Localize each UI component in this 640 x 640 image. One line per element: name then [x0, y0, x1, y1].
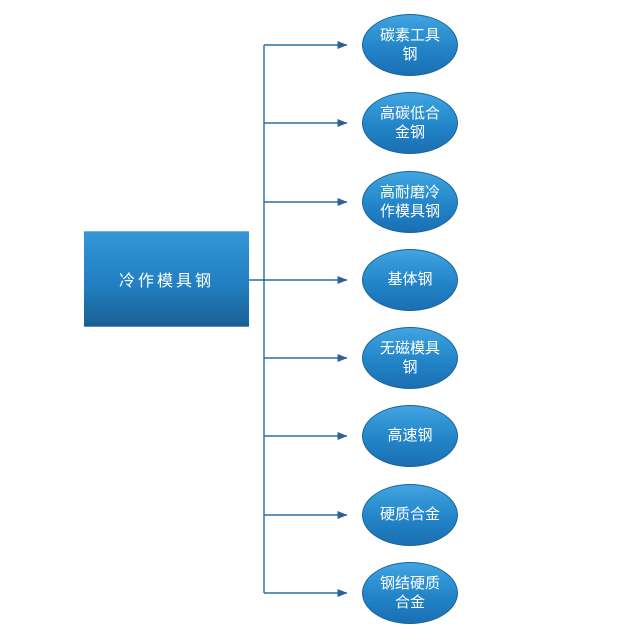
- leaf-node-label: 钢结硬质合金: [379, 573, 440, 612]
- leaf-node-carbon-tool-steel: 碳素工具钢: [362, 14, 458, 76]
- root-node: 冷作模具钢: [84, 231, 249, 327]
- root-node-label: 冷作模具钢: [118, 271, 214, 290]
- leaf-node-label: 无磁模具钢: [379, 338, 440, 377]
- leaf-node-non-magnetic-die-steel: 无磁模具钢: [362, 327, 458, 389]
- leaf-node-matrix-steel: 基体钢: [362, 249, 458, 311]
- leaf-node-label: 碳素工具钢: [379, 25, 440, 64]
- leaf-node-steel-bonded-carbide: 钢结硬质合金: [362, 562, 458, 624]
- leaf-node-label: 高碳低合金钢: [379, 103, 440, 142]
- leaf-node-high-carbon-low-alloy-steel: 高碳低合金钢: [362, 92, 458, 154]
- leaf-node-label: 硬质合金: [379, 505, 440, 524]
- leaf-node-cemented-carbide: 硬质合金: [362, 484, 458, 546]
- leaf-node-label: 高速钢: [387, 426, 433, 445]
- leaf-node-high-wear-resistance-steel: 高耐磨冷作模具钢: [362, 171, 458, 233]
- leaf-node-label: 高耐磨冷作模具钢: [379, 182, 440, 221]
- leaf-node-high-speed-steel: 高速钢: [362, 405, 458, 467]
- leaf-node-label: 基体钢: [387, 270, 433, 289]
